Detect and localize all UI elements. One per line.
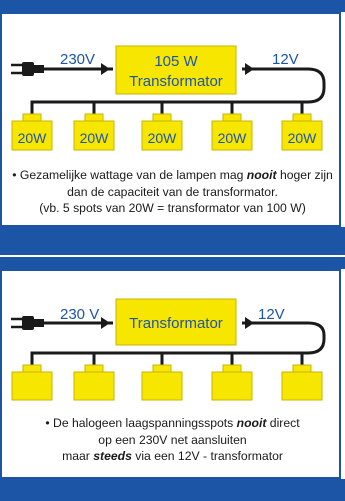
- lamp-2-5: [281, 364, 323, 401]
- voltage-out-label-2: 12V: [258, 306, 285, 323]
- panel-voltage: 230 V 12V Transformator: [0, 269, 341, 479]
- lamp-wires: [92, 102, 304, 117]
- caption-2-text: dan de capaciteit van de transformator.: [67, 184, 278, 199]
- voltage-diagram: 230 V 12V Transformator: [11, 298, 326, 401]
- caption2-3-emphasis: steeds: [93, 449, 132, 463]
- caption-1-text-end: hoger zijn: [276, 168, 333, 182]
- caption2-1-text: • De halogeen laagspanningsspots: [45, 416, 237, 430]
- lamp-wires-2: [92, 353, 304, 367]
- wattage-caption: • Gezamelijke wattage van de lampen mag …: [2, 167, 343, 217]
- caption2-1-emphasis: nooit: [236, 416, 267, 430]
- lamp-5: 20W: [281, 113, 323, 151]
- caption2-1-text-end: direct: [266, 416, 300, 430]
- transformer-wattage: 105 W: [154, 53, 198, 70]
- lamp-3-label: 20W: [148, 130, 178, 146]
- second-top-band: [0, 257, 345, 269]
- lamp-4-label: 20W: [218, 130, 248, 146]
- lamp-3: 20W: [141, 113, 183, 151]
- voltage-in-label: 230V: [60, 51, 95, 68]
- lamp-2-2: [73, 364, 115, 401]
- caption-1-text: • Gezamelijke wattage van de lampen mag: [12, 168, 247, 182]
- voltage-caption: • De halogeen laagspanningsspots nooit d…: [2, 415, 343, 465]
- transformer-label: Transformator: [129, 73, 223, 90]
- lamp-2: 20W: [73, 113, 115, 151]
- wattage-diagram: 230V 12V 105 W Transformator 20W: [11, 45, 326, 151]
- transformer-label-2: Transformator: [129, 315, 223, 332]
- top-band: [0, 0, 345, 12]
- transformer-box-2: [115, 298, 237, 346]
- arrow-in-icon-2: [101, 317, 110, 329]
- caption2-2-text: op een 230V net aansluiten: [98, 432, 247, 447]
- voltage-in-label-2: 230 V: [60, 306, 99, 323]
- band-gap: [0, 255, 345, 257]
- plug-icon: [11, 62, 44, 76]
- bottom-band: [0, 479, 345, 501]
- output-wire: [30, 67, 326, 117]
- caption-3-text: (vb. 5 spots van 20W = transformator van…: [39, 201, 306, 215]
- lamp-4: 20W: [211, 113, 253, 151]
- arrow-in-icon: [101, 63, 110, 75]
- caption2-3-text: maar: [62, 449, 94, 463]
- lamp-2-1: [11, 364, 53, 401]
- lamp-1-label: 20W: [18, 130, 48, 146]
- caption-1-emphasis: nooit: [246, 168, 277, 182]
- panel-wattage: 230V 12V 105 W Transformator 20W: [0, 12, 341, 227]
- lamp-2-3: [141, 364, 183, 401]
- output-wire-2: [30, 321, 326, 367]
- lamp-2-label: 20W: [80, 130, 110, 146]
- plug-icon-2: [11, 316, 44, 330]
- caption2-3-text-end: via een 12V - transformator: [131, 449, 283, 463]
- middle-band: [0, 227, 345, 255]
- lamp-1: 20W: [11, 113, 53, 151]
- lamp-2-4: [211, 364, 253, 401]
- lamp-5-label: 20W: [288, 130, 318, 146]
- transformer-box: [115, 45, 237, 95]
- voltage-out-label: 12V: [272, 51, 299, 68]
